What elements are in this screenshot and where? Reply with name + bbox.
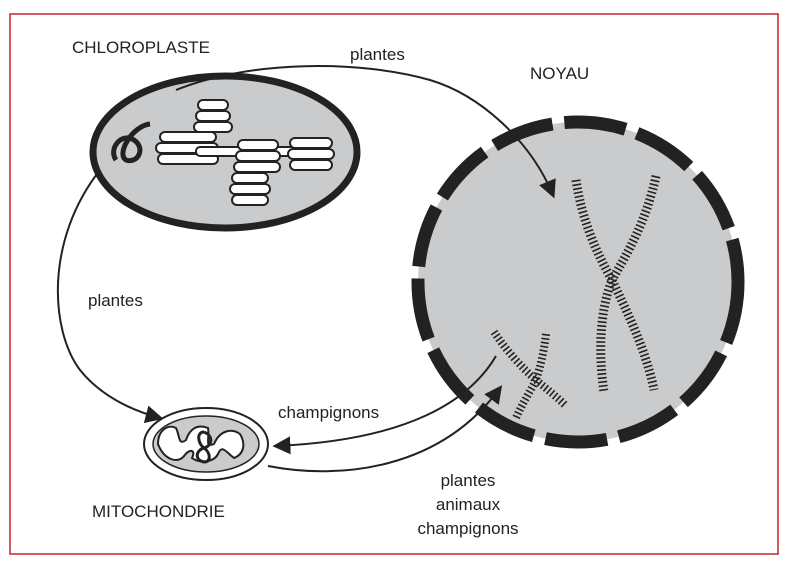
- nucleus: [418, 122, 738, 442]
- label-arrow-bottom-line-2: animaux: [436, 495, 501, 514]
- label-mitochondria: MITOCHONDRIE: [92, 502, 225, 521]
- label-arrow-bottom-line-1: plantes: [441, 471, 496, 490]
- label-nucleus: NOYAU: [530, 64, 589, 83]
- label-arrow-mid: champignons: [278, 403, 379, 422]
- label-arrow-bottom-line-3: champignons: [417, 519, 518, 538]
- label-chloroplast: CHLOROPLASTE: [72, 38, 210, 57]
- label-arrow-left: plantes: [88, 291, 143, 310]
- label-arrow-top: plantes: [350, 45, 405, 64]
- mitochondria: [144, 408, 268, 480]
- chloroplast: [93, 76, 357, 228]
